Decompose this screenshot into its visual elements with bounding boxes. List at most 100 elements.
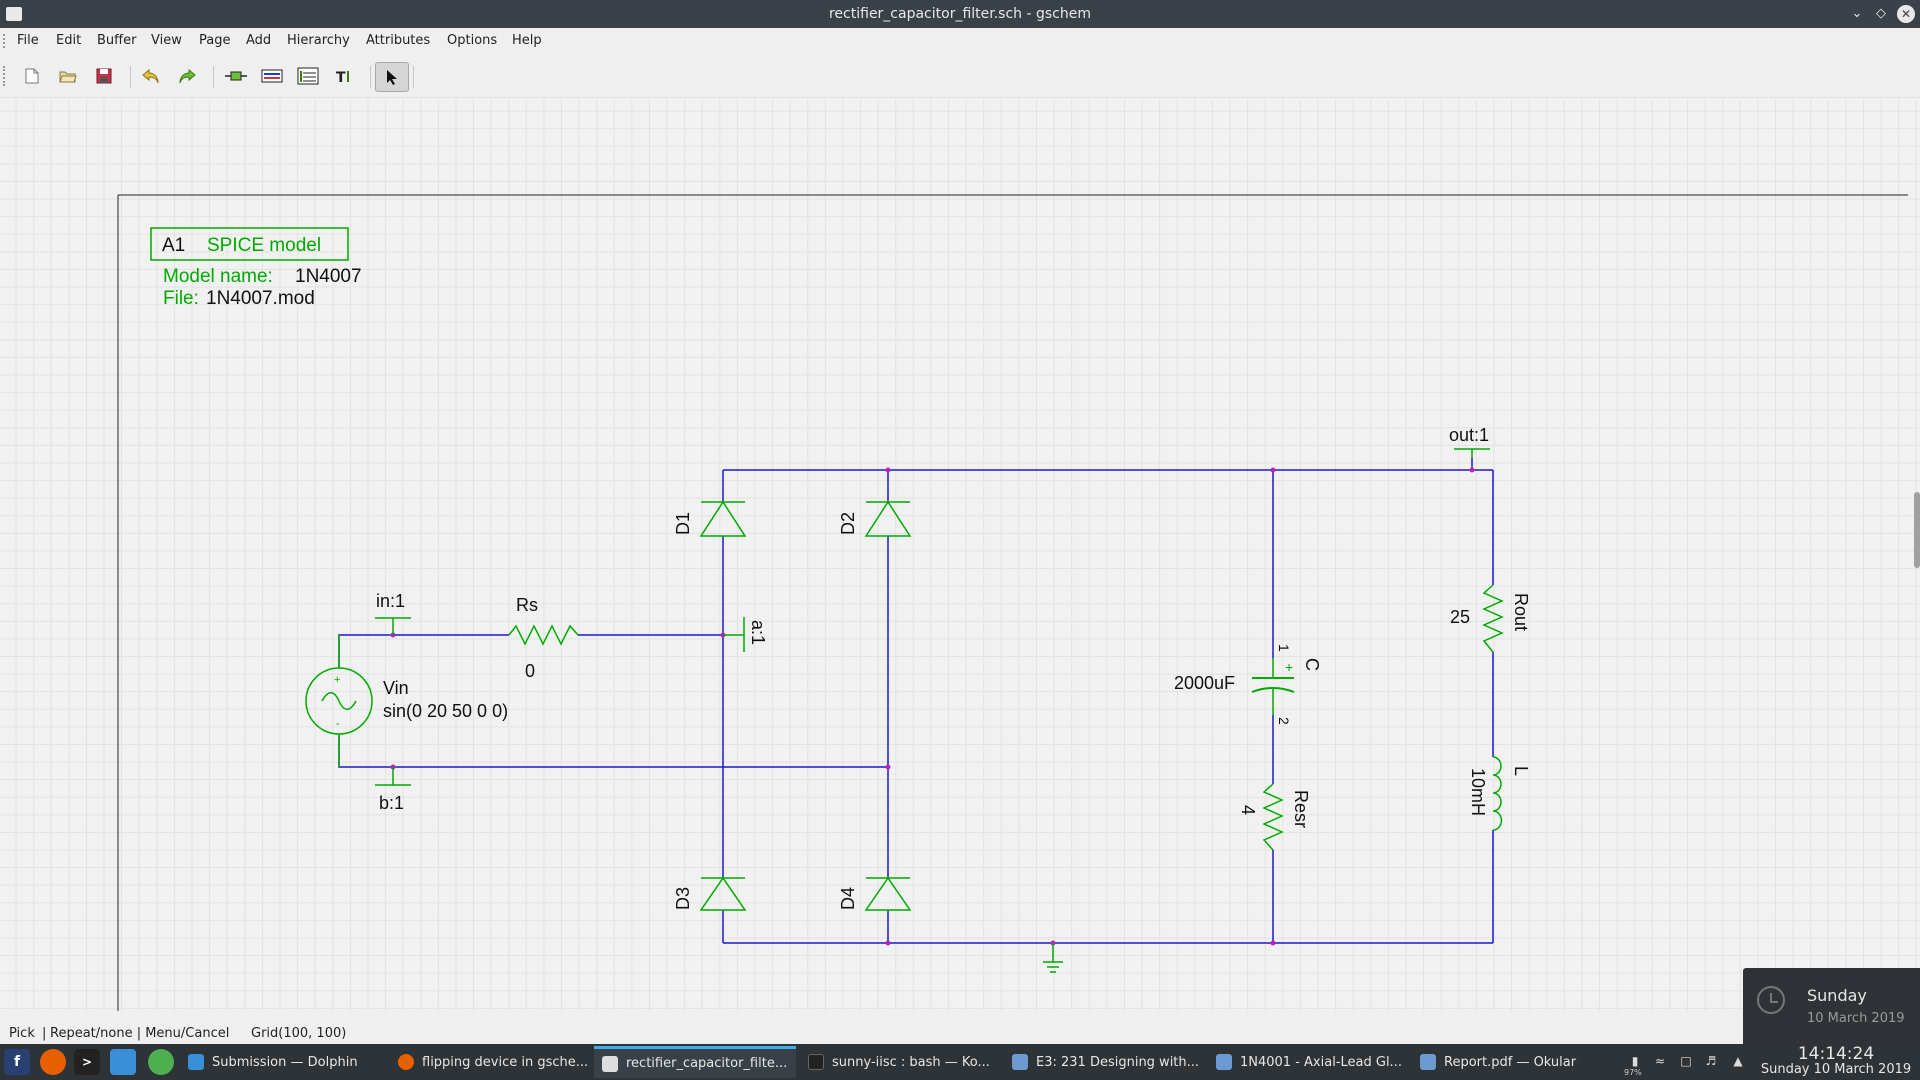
- clock-icon: [1757, 986, 1785, 1014]
- popup-date: 10 March 2019: [1807, 1011, 1905, 1026]
- d2-label: D2: [838, 512, 858, 535]
- task-label: Submission — Dolphin: [212, 1054, 358, 1070]
- task-label: flipping device in gsche...: [422, 1054, 589, 1070]
- undo-icon[interactable]: [139, 64, 163, 88]
- redo-icon[interactable]: [175, 64, 199, 88]
- l-name: L: [1511, 766, 1531, 776]
- rs-resistor[interactable]: Rs 0: [508, 595, 579, 681]
- toolbar-separator: [213, 66, 214, 88]
- fedora-menu-icon[interactable]: f: [4, 1049, 30, 1075]
- firefox-icon: [398, 1054, 414, 1070]
- model-name-value: 1N4007: [295, 266, 362, 287]
- menubar: File Edit Buffer View Page Add Hierarchy…: [0, 28, 1920, 54]
- port-in-label: in:1: [376, 591, 405, 611]
- menu-attributes[interactable]: Attributes: [366, 33, 431, 48]
- task-label: 1N4001 - Axial-Lead Gl...: [1240, 1054, 1402, 1070]
- capacitor-c[interactable]: + 1 2 C 2000uF: [1174, 644, 1322, 725]
- menu-options[interactable]: Options: [447, 33, 498, 48]
- cap-pin2: 2: [1276, 717, 1292, 725]
- spice-model-box: [150, 227, 349, 261]
- page-frame: [117, 194, 1908, 1011]
- tray-expand-icon[interactable]: ▲: [1733, 1054, 1743, 1068]
- firefox-launcher-icon[interactable]: [40, 1049, 66, 1075]
- volume-icon[interactable]: ♬: [1705, 1054, 1717, 1068]
- svg-text:+: +: [334, 674, 340, 686]
- port-b-label: b:1: [379, 793, 404, 813]
- task-gschem[interactable]: rectifier_capacitor_filte...: [594, 1046, 796, 1078]
- task-okular-e3[interactable]: E3: 231 Designing with...: [1004, 1046, 1204, 1078]
- add-component-icon[interactable]: [224, 64, 248, 88]
- clock-time: 14:14:24: [1797, 1044, 1875, 1064]
- select-pointer-icon[interactable]: [375, 62, 409, 92]
- d1-label: D1: [673, 512, 693, 535]
- calendar-popup[interactable]: Sunday 10 March 2019: [1743, 968, 1920, 1044]
- add-text-icon[interactable]: T: [332, 64, 356, 88]
- port-b[interactable]: b:1: [375, 767, 411, 813]
- inductor-l[interactable]: L 10mH: [1468, 756, 1531, 831]
- cap-pin1: 1: [1276, 644, 1292, 652]
- menu-page[interactable]: Page: [199, 33, 231, 48]
- svg-text:T: T: [336, 70, 346, 84]
- task-konsole[interactable]: sunny-iisc : bash — Ko...: [800, 1046, 1000, 1078]
- chrome-launcher-icon[interactable]: [148, 1049, 174, 1075]
- task-dolphin[interactable]: Submission — Dolphin: [180, 1046, 386, 1078]
- menu-add[interactable]: Add: [246, 33, 272, 48]
- task-okular-report[interactable]: Report.pdf — Okular: [1412, 1046, 1612, 1078]
- menu-buffer[interactable]: Buffer: [97, 33, 137, 48]
- menu-file[interactable]: File: [17, 33, 39, 48]
- diode-d4[interactable]: D4: [838, 876, 912, 911]
- nets[interactable]: [338, 458, 1494, 944]
- status-separator: |: [42, 1026, 47, 1041]
- new-icon[interactable]: [20, 64, 44, 88]
- spice-model-block[interactable]: A1 SPICE model Model name: 1N4007 File: …: [150, 227, 362, 309]
- port-out[interactable]: out:1: [1449, 425, 1490, 458]
- spice-model-refdes: A1: [162, 235, 185, 256]
- task-firefox[interactable]: flipping device in gsche...: [390, 1046, 590, 1078]
- ground-symbol[interactable]: [1043, 943, 1063, 973]
- maximize-icon[interactable]: ◇: [1876, 6, 1886, 21]
- schematic-canvas[interactable]: A1 SPICE model Model name: 1N4007 File: …: [0, 99, 1920, 1011]
- toolbar: T: [0, 54, 1920, 98]
- port-a-label: a:1: [748, 620, 768, 645]
- wifi-icon[interactable]: ≈: [1654, 1054, 1666, 1068]
- clock-date: Sunday 10 March 2019: [1760, 1062, 1912, 1077]
- task-okular-1n4001[interactable]: 1N4001 - Axial-Lead Gl...: [1208, 1046, 1408, 1078]
- open-icon[interactable]: [56, 64, 80, 88]
- diode-d3[interactable]: D3: [673, 876, 747, 911]
- taskbar-clock[interactable]: 14:14:24 Sunday 10 March 2019: [1756, 1044, 1916, 1077]
- add-net-icon[interactable]: [260, 64, 284, 88]
- terminal-launcher-icon[interactable]: >: [74, 1049, 100, 1075]
- svg-text:-: -: [336, 718, 340, 730]
- net-b[interactable]: [338, 735, 888, 768]
- menu-hierarchy[interactable]: Hierarchy: [287, 33, 350, 48]
- vin-source[interactable]: + - Vin sin(0 20 50 0 0): [305, 635, 508, 767]
- minimize-icon[interactable]: ⌄: [1851, 6, 1863, 21]
- diode-d2[interactable]: D2: [838, 500, 912, 537]
- resr-value: 4: [1238, 805, 1258, 815]
- okular-icon: [1420, 1054, 1436, 1070]
- menu-help[interactable]: Help: [512, 33, 542, 48]
- vin-name: Vin: [383, 678, 409, 698]
- toolbar-separator: [413, 66, 414, 88]
- menubar-grip: [3, 34, 5, 48]
- rout-value: 25: [1450, 607, 1470, 627]
- port-in[interactable]: in:1: [375, 591, 411, 635]
- close-icon[interactable]: ✕: [1897, 5, 1915, 23]
- statusbar: Pick | Repeat/none | Menu/Cancel Grid(10…: [0, 1024, 1920, 1044]
- folder-launcher-icon[interactable]: [110, 1049, 136, 1075]
- rout-resistor[interactable]: Rout 25: [1450, 584, 1531, 653]
- cap-name: C: [1302, 658, 1322, 671]
- add-bus-icon[interactable]: [296, 64, 320, 88]
- resr-resistor[interactable]: Resr 4: [1238, 783, 1311, 851]
- status-mode: Pick: [9, 1026, 35, 1041]
- clipboard-icon[interactable]: □: [1680, 1054, 1692, 1068]
- status-hint: Repeat/none | Menu/Cancel: [50, 1026, 230, 1041]
- port-a[interactable]: a:1: [723, 617, 768, 652]
- net-in[interactable]: [338, 634, 509, 668]
- battery-icon[interactable]: ▮: [1631, 1054, 1639, 1068]
- vertical-scrollbar[interactable]: [1914, 492, 1920, 568]
- menu-edit[interactable]: Edit: [56, 33, 82, 48]
- save-icon[interactable]: [92, 64, 116, 88]
- diode-d1[interactable]: D1: [673, 500, 747, 537]
- menu-view[interactable]: View: [151, 33, 182, 48]
